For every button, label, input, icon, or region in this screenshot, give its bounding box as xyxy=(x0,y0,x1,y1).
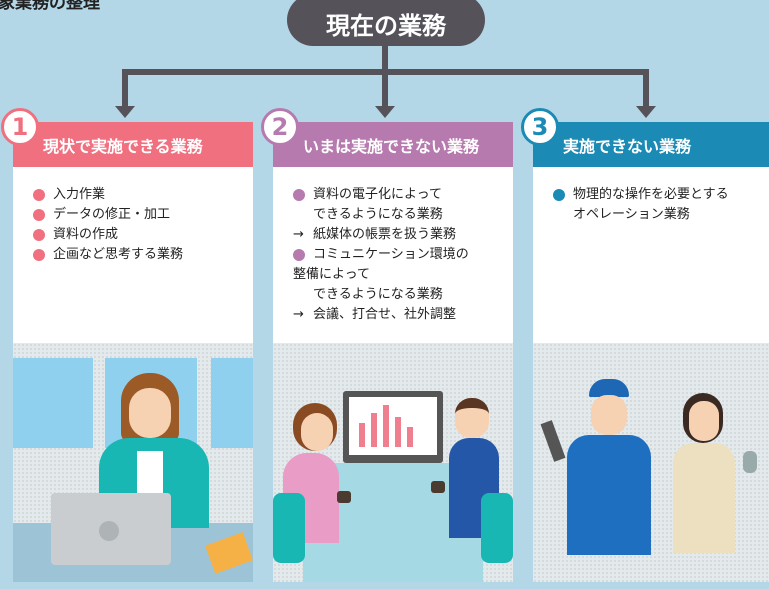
list-item: 資料の作成 xyxy=(33,225,235,245)
card-title: 実施できない業務 xyxy=(533,122,769,167)
list-item: データの修正・加工 xyxy=(33,205,235,225)
connector-vertical xyxy=(382,44,388,74)
number-badge: 3 xyxy=(521,108,559,146)
item-text: 資料の作成 xyxy=(53,227,119,242)
arrow-down-icon xyxy=(375,106,395,118)
list-item: 企画など思考する業務 xyxy=(33,245,235,265)
bullet-icon xyxy=(33,249,45,261)
connector-2 xyxy=(382,69,388,109)
page-heading-partial: 象業務の整理 xyxy=(0,0,100,13)
bullet-icon xyxy=(33,229,45,241)
list-item-arrow: → 会議、打合せ、社外調整 xyxy=(293,305,495,325)
list-item: コミュニケーション環境の整備によってできるようになる業務 xyxy=(293,245,495,305)
card-title: 現状で実施できる業務 xyxy=(13,122,253,167)
item-text: 企画など思考する業務 xyxy=(53,247,184,262)
card-impossible-work: 3 実施できない業務 物理的な操作を必要とするオペレーション業務 xyxy=(521,108,769,582)
number-badge: 2 xyxy=(261,108,299,146)
meeting-illustration xyxy=(273,343,513,582)
item-text: 入力作業 xyxy=(53,187,106,202)
item-text: 会議、打合せ、社外調整 xyxy=(313,307,457,322)
arrow-down-icon xyxy=(115,106,135,118)
root-node-current-work: 現在の業務 xyxy=(287,0,485,46)
arrow-right-icon: → xyxy=(293,307,304,322)
list-item: 資料の電子化によってできるようになる業務 xyxy=(293,185,495,225)
number-badge: 1 xyxy=(1,108,39,146)
card-not-yet-possible-work: 2 いまは実施できない業務 資料の電子化によってできるようになる業務 → 紙媒体の… xyxy=(261,108,513,582)
bullet-icon xyxy=(293,249,305,261)
item-text: コミュニケーション環境の整備によってできるようになる業務 xyxy=(293,247,469,302)
connector-1 xyxy=(122,69,128,109)
card-current-work: 1 現状で実施できる業務 入力作業 データの修正・加工 資料の作成 企画など思考… xyxy=(1,108,253,582)
office-worker-illustration xyxy=(13,343,253,582)
list-item: 入力作業 xyxy=(33,185,235,205)
item-text: 資料の電子化によってできるようになる業務 xyxy=(313,187,443,222)
bullet-icon xyxy=(553,189,565,201)
list-item: 物理的な操作を必要とするオペレーション業務 xyxy=(553,185,755,225)
field-workers-illustration xyxy=(533,343,769,582)
connector-3 xyxy=(643,69,649,109)
arrow-down-icon xyxy=(636,106,656,118)
arrow-right-icon: → xyxy=(293,227,304,242)
card-title: いまは実施できない業務 xyxy=(273,122,513,167)
bullet-icon xyxy=(33,189,45,201)
item-text: データの修正・加工 xyxy=(53,207,171,222)
list-item-arrow: → 紙媒体の帳票を扱う業務 xyxy=(293,225,495,245)
item-text: 紙媒体の帳票を扱う業務 xyxy=(313,227,457,242)
bullet-icon xyxy=(33,209,45,221)
bullet-icon xyxy=(293,189,305,201)
item-text: 物理的な操作を必要とするオペレーション業務 xyxy=(573,187,729,222)
